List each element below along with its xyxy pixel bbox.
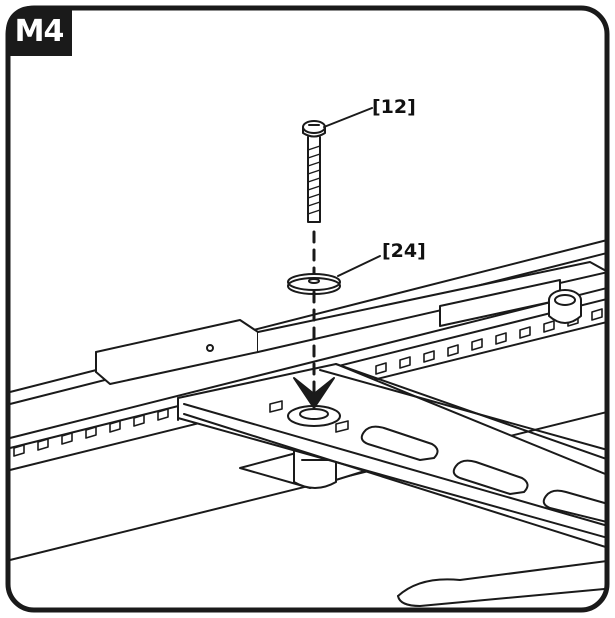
washer-part: [287, 255, 381, 295]
callout-screw-label: [12]: [372, 96, 416, 118]
seated-washer: [287, 405, 341, 427]
locking-knob: [548, 289, 582, 324]
insertion-arrow: [293, 377, 335, 409]
tv-bracket: [177, 363, 607, 551]
panel-border: [5, 5, 610, 613]
upper-bracket: [95, 261, 607, 385]
step-label: M4: [6, 6, 72, 56]
bottom-rail: [397, 559, 607, 607]
callout-washer-label: [24]: [382, 240, 426, 262]
screw-part: [302, 107, 373, 223]
